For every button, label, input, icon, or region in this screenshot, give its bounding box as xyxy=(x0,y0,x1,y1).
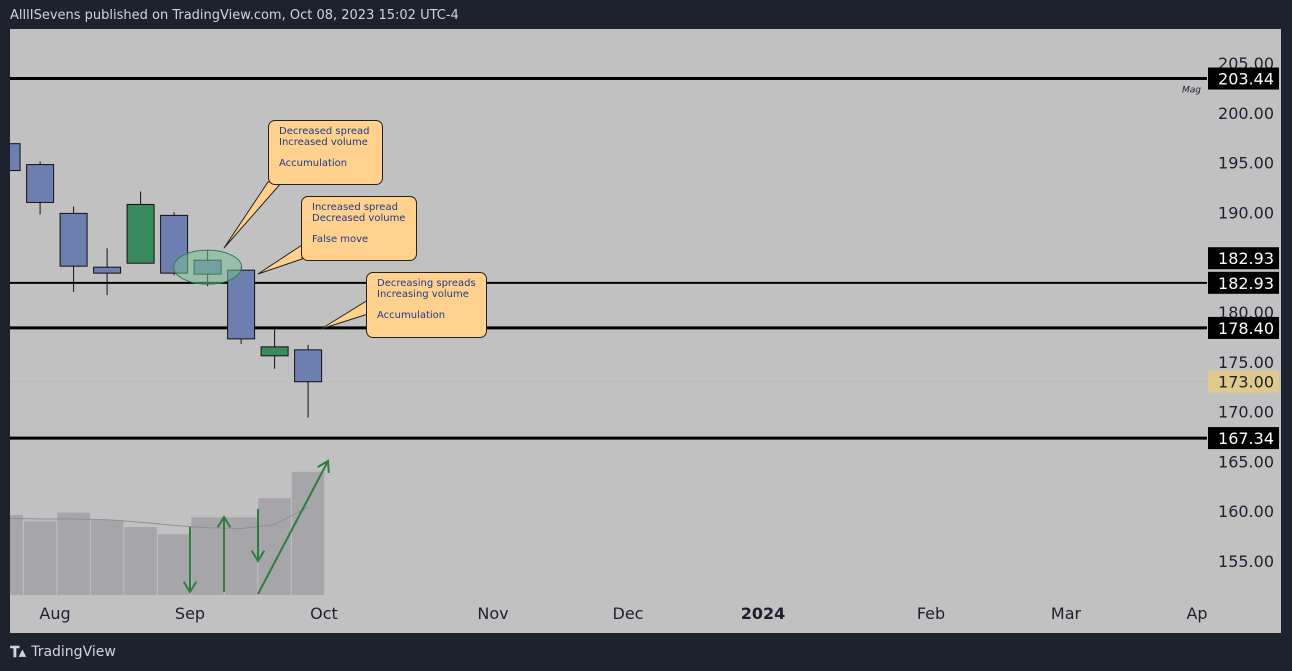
callout-pointer xyxy=(223,181,284,249)
x-tick-label: Nov xyxy=(477,604,508,623)
x-tick-label: Sep xyxy=(175,604,205,623)
y-tick-label: 165.00 xyxy=(1218,452,1274,471)
candle-body xyxy=(93,266,122,274)
annotation-false-move[interactable]: Increased spread Decreased volume False … xyxy=(301,196,417,261)
annotation-line: Decreased spread xyxy=(279,126,370,137)
current-price-tag-bg xyxy=(1208,370,1279,393)
annotation-line: Increasing volume xyxy=(377,289,469,300)
level-price-tag: 182.93 xyxy=(1218,249,1274,268)
volume-bar xyxy=(258,498,291,595)
x-tick-label: 2024 xyxy=(741,604,786,623)
publication-header: AlllISevens published on TradingView.com… xyxy=(10,8,459,23)
callout-pointer xyxy=(257,244,303,275)
arrow-head xyxy=(250,550,266,563)
annotation-accumulation-2[interactable]: Decreasing spreads Increasing volume Acc… xyxy=(366,272,487,338)
footer: 𝐓▴ TradingView xyxy=(10,640,116,664)
x-tick-label: Mar xyxy=(1051,604,1082,623)
level-price-tag-bg xyxy=(1208,427,1279,450)
x-tick-label: Dec xyxy=(613,604,644,623)
candle-body xyxy=(26,164,55,203)
callout-pointer xyxy=(320,299,369,330)
current-price-tag: 173.00 xyxy=(1218,373,1274,392)
volume-bar xyxy=(124,527,157,595)
y-tick-label: 200.00 xyxy=(1218,104,1274,123)
arrow-head xyxy=(317,459,330,474)
x-tick-label: Ap xyxy=(1186,604,1207,623)
annotation-line: False move xyxy=(312,234,369,245)
level-price-tag-bg xyxy=(1208,247,1279,270)
time-axis xyxy=(10,595,1281,633)
annotation-line: Increased volume xyxy=(279,137,368,148)
level-tag-label: Mag xyxy=(1182,86,1201,96)
level-price-tag-bg xyxy=(1208,316,1279,339)
volume-bar xyxy=(191,517,224,595)
candle-body xyxy=(126,203,155,264)
tradingview-logo-icon: 𝐓▴ xyxy=(10,643,26,661)
annotation-line: Accumulation xyxy=(279,158,348,169)
level-price-tag: 203.44 xyxy=(1218,70,1274,89)
y-tick-label: 195.00 xyxy=(1218,154,1274,173)
candle-body xyxy=(59,212,88,267)
volume-bar xyxy=(224,517,258,595)
highlight-ellipse xyxy=(173,249,243,285)
candle-body xyxy=(294,349,323,383)
arrow-line xyxy=(257,460,329,595)
y-tick-label: 190.00 xyxy=(1218,203,1274,222)
x-tick-label: Oct xyxy=(310,604,338,623)
candle-body xyxy=(260,346,289,357)
footer-brand: TradingView xyxy=(31,644,116,660)
arrow-head xyxy=(182,581,198,594)
volume-bar xyxy=(23,521,57,595)
arrow-head xyxy=(216,515,232,528)
candle-body xyxy=(227,269,256,340)
annotation-line: Decreasing spreads xyxy=(377,278,476,289)
level-price-tag: 182.93 xyxy=(1218,274,1274,293)
price-chart[interactable]: 205.00200.00195.00190.00180.00175.00170.… xyxy=(10,29,1281,633)
x-tick-label: Aug xyxy=(39,604,70,623)
y-tick-label: 175.00 xyxy=(1218,353,1274,372)
volume-bar xyxy=(291,471,325,595)
level-price-tag: 167.34 xyxy=(1218,429,1274,448)
y-tick-label: 155.00 xyxy=(1218,552,1274,571)
level-price-tag-bg xyxy=(1208,67,1279,90)
annotation-line: Increased spread xyxy=(312,202,398,213)
annotation-line: Decreased volume xyxy=(312,213,406,224)
y-tick-label: 160.00 xyxy=(1218,502,1274,521)
level-price-tag: 178.40 xyxy=(1218,319,1274,338)
candle-body xyxy=(10,143,21,172)
x-tick-label: Feb xyxy=(917,604,945,623)
volume-bar xyxy=(90,519,124,595)
y-tick-label: 170.00 xyxy=(1218,403,1274,422)
annotation-accumulation-1[interactable]: Decreased spread Increased volume Accumu… xyxy=(268,120,383,185)
level-price-tag-bg xyxy=(1208,271,1279,294)
volume-bar xyxy=(10,515,23,595)
annotation-line: Accumulation xyxy=(377,310,446,321)
volume-bar xyxy=(57,512,90,595)
